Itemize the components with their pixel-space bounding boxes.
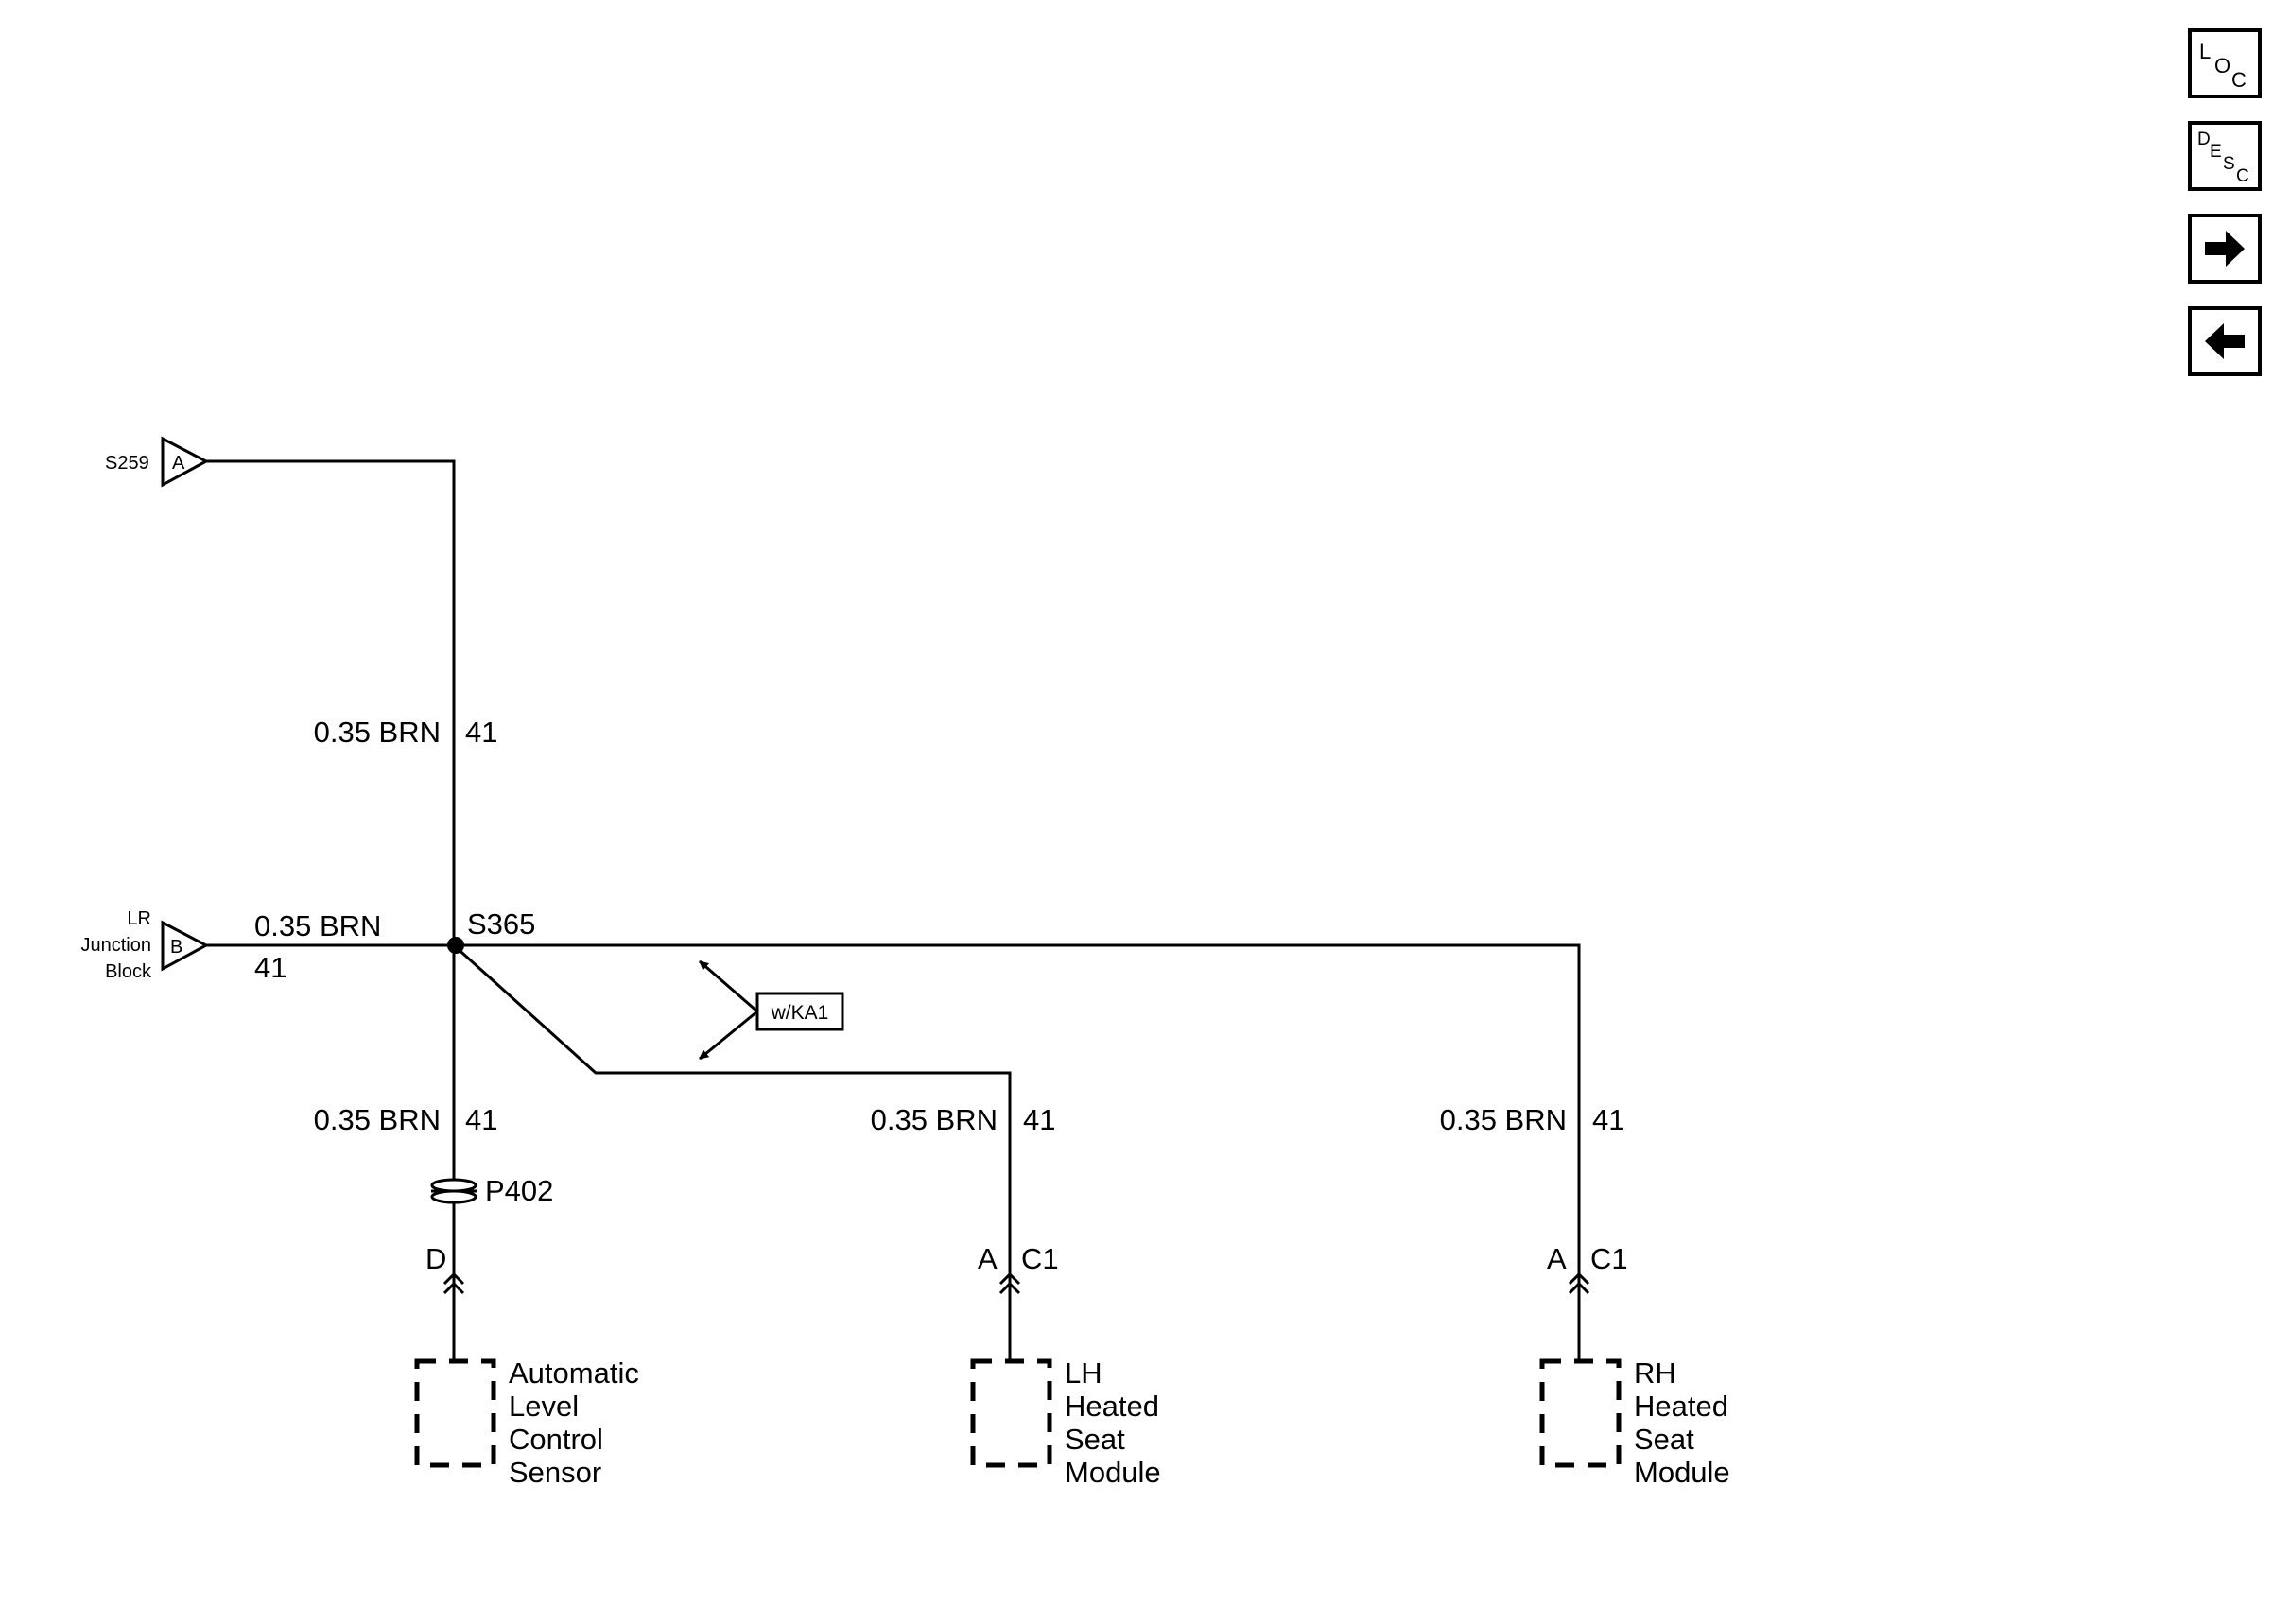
alc-wire-gauge: 0.35 BRN bbox=[314, 1103, 441, 1136]
splice-s365 bbox=[447, 937, 464, 954]
rh-seat-module-box bbox=[1539, 1358, 1622, 1468]
wire-top-circuit: 41 bbox=[465, 716, 497, 749]
rh-wire-circuit: 41 bbox=[1592, 1103, 1624, 1136]
splice-label: S365 bbox=[467, 907, 535, 941]
previous-page-button[interactable] bbox=[2188, 306, 2262, 376]
branch-rh-seat-module: 0.35 BRN 41 A C1 RH Heated Seat Module bbox=[1440, 1103, 1730, 1489]
wire-top-gauge: 0.35 BRN bbox=[314, 716, 441, 749]
rh-pin-label: A bbox=[1547, 1242, 1567, 1275]
desc-letter-e: E bbox=[2210, 142, 2222, 162]
alc-pin-label: D bbox=[425, 1242, 446, 1275]
left-arrow-icon bbox=[2205, 323, 2245, 359]
next-page-button[interactable] bbox=[2188, 214, 2262, 284]
s259-connector: A S259 bbox=[105, 436, 210, 488]
wire-rh-module bbox=[454, 943, 1581, 1276]
lh-component-line4: Module bbox=[1065, 1456, 1161, 1489]
rh-component-line2: Heated bbox=[1634, 1390, 1728, 1423]
loc-letter-l: L bbox=[2199, 40, 2211, 63]
option-indicator: w/KA1 bbox=[699, 959, 844, 1061]
lh-seat-module-box bbox=[970, 1358, 1052, 1468]
alc-component-line2: Level bbox=[509, 1390, 579, 1423]
lr-junction-line3: Block bbox=[105, 961, 152, 982]
rh-component-line1: RH bbox=[1634, 1356, 1676, 1390]
lh-component-line3: Seat bbox=[1065, 1423, 1125, 1456]
alc-component-line1: Automatic bbox=[509, 1356, 639, 1390]
desc-letter-c: C bbox=[2236, 166, 2249, 186]
rh-connector-label: C1 bbox=[1590, 1242, 1628, 1275]
rh-component-line4: Module bbox=[1634, 1456, 1730, 1489]
lh-wire-gauge: 0.35 BRN bbox=[871, 1103, 998, 1136]
p402-inline-connector bbox=[430, 1178, 477, 1204]
lh-component-line1: LH bbox=[1065, 1356, 1102, 1390]
wire-s259 bbox=[206, 459, 456, 945]
lr-junction-pin: B bbox=[170, 937, 182, 958]
alc-connector-label: P402 bbox=[485, 1174, 553, 1207]
loc-letter-c: C bbox=[2231, 68, 2247, 92]
branch-lh-seat-module: 0.35 BRN 41 A C1 LH Heated Seat Module bbox=[871, 1103, 1161, 1489]
alc-sensor-box bbox=[414, 1358, 496, 1468]
lr-junction-connector: B LR Junction Block bbox=[81, 908, 210, 982]
loc-button[interactable]: L O C bbox=[2188, 28, 2262, 98]
branch-alc-sensor: 0.35 BRN 41 P402 D Automatic Level Contr… bbox=[314, 1103, 639, 1489]
lh-connector-label: C1 bbox=[1021, 1242, 1059, 1275]
right-arrow-icon bbox=[2205, 231, 2245, 267]
rh-wire-gauge: 0.35 BRN bbox=[1440, 1103, 1567, 1136]
desc-button[interactable]: D E S C bbox=[2188, 121, 2262, 191]
wire-left-circuit: 41 bbox=[254, 951, 286, 984]
lr-junction-line1: LR bbox=[127, 908, 151, 929]
alc-component-line4: Sensor bbox=[509, 1456, 601, 1489]
desc-letter-s: S bbox=[2223, 154, 2235, 174]
alc-component-line3: Control bbox=[509, 1423, 603, 1456]
option-label: w/KA1 bbox=[771, 1002, 829, 1024]
rh-component-line3: Seat bbox=[1634, 1423, 1694, 1456]
lr-junction-line2: Junction bbox=[81, 935, 152, 956]
wires bbox=[206, 459, 1581, 1361]
s259-label: S259 bbox=[105, 453, 149, 474]
loc-letter-o: O bbox=[2214, 54, 2230, 78]
wire-left-gauge: 0.35 BRN bbox=[254, 909, 381, 942]
lh-component-line2: Heated bbox=[1065, 1390, 1159, 1423]
alc-wire-circuit: 41 bbox=[465, 1103, 497, 1136]
wire-lh-module bbox=[452, 943, 1012, 1276]
lh-pin-label: A bbox=[978, 1242, 998, 1275]
s259-pin: A bbox=[172, 453, 185, 474]
desc-letter-d: D bbox=[2197, 130, 2211, 149]
lh-wire-circuit: 41 bbox=[1023, 1103, 1055, 1136]
